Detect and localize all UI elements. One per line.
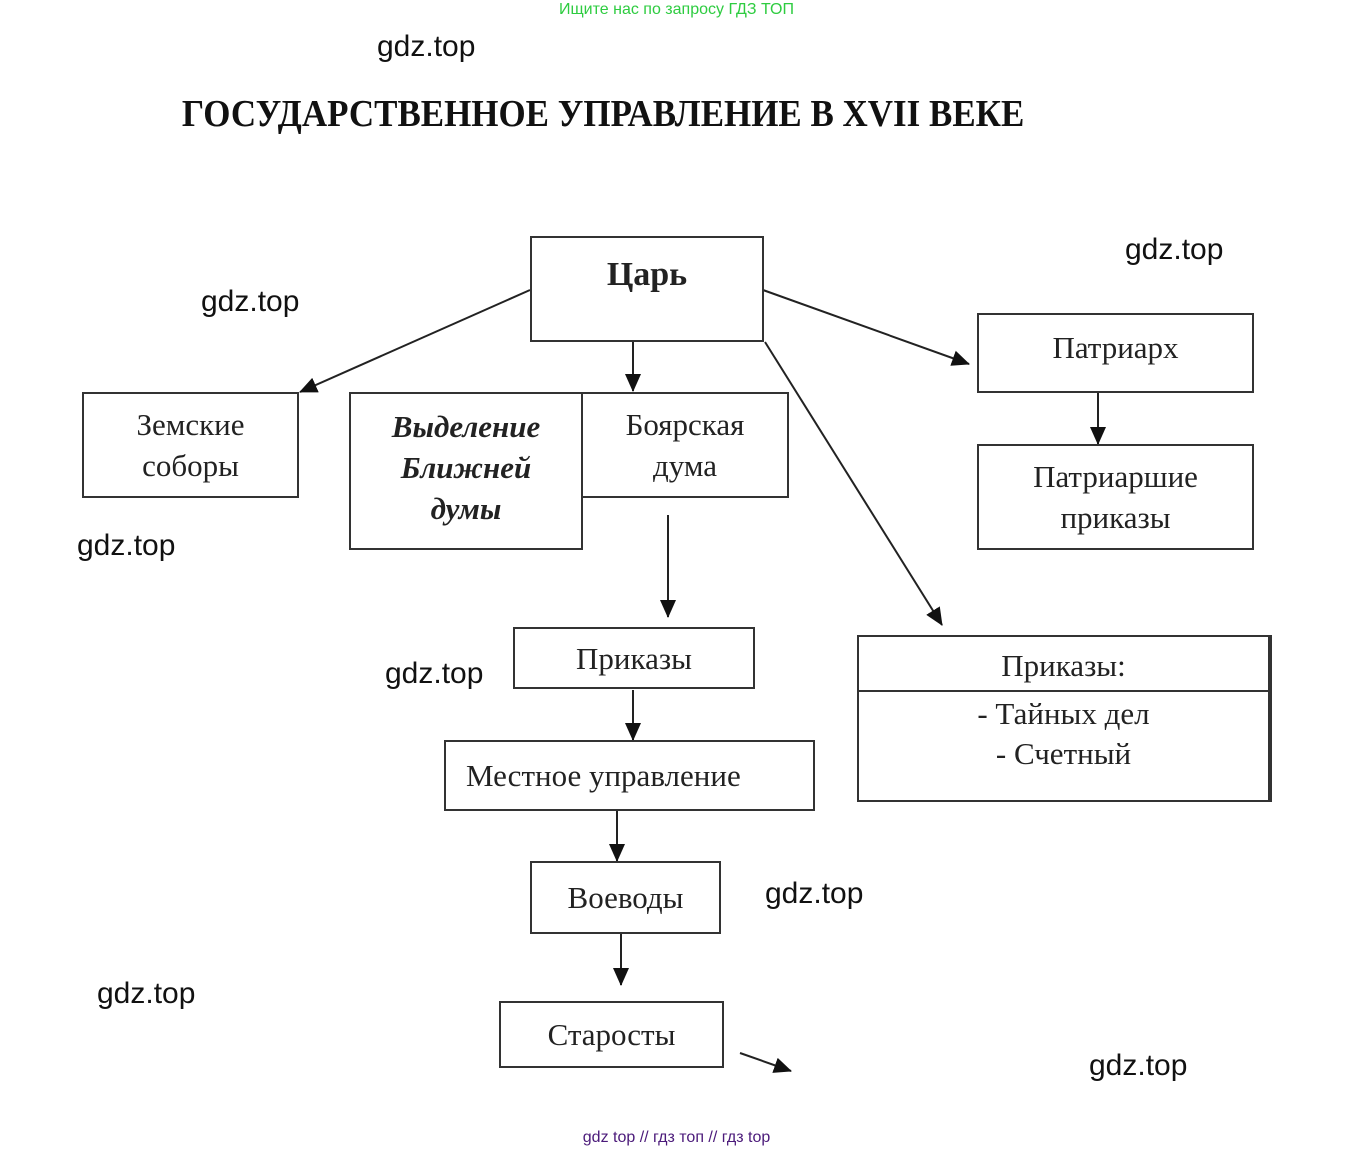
arrow-tsar-to-zemskie bbox=[299, 289, 531, 393]
list-item: - Счетный bbox=[995, 736, 1132, 771]
node-patriarch: Патриарх bbox=[977, 313, 1254, 393]
node-label: Воеводы bbox=[567, 880, 684, 915]
node-label: Местное управление bbox=[466, 758, 741, 793]
node-label: Старосты bbox=[547, 1017, 676, 1052]
watermark: gdz.top bbox=[377, 30, 476, 63]
node-tsar-label: Царь bbox=[606, 256, 688, 293]
list-item: - Тайных дел bbox=[977, 696, 1150, 731]
watermark: gdz.top bbox=[385, 657, 484, 690]
node-label: Выделение bbox=[391, 409, 541, 444]
node-prikazy-special-header: Приказы: bbox=[859, 637, 1268, 692]
node-label: соборы bbox=[142, 448, 239, 483]
node-label: дума bbox=[652, 448, 718, 483]
watermark: gdz.top bbox=[77, 529, 176, 562]
node-label: Патриарх bbox=[1052, 330, 1179, 365]
node-blizhnyaya-duma: Выделение Ближней думы bbox=[349, 392, 583, 550]
node-boyarskaya-duma: Боярская дума bbox=[581, 392, 789, 498]
node-zemskie-sobory: Земские соборы bbox=[82, 392, 299, 498]
node-starosty: Старосты bbox=[499, 1001, 724, 1068]
watermark: gdz.top bbox=[1125, 233, 1224, 266]
node-voevody: Воеводы bbox=[530, 861, 721, 934]
watermark: gdz.top bbox=[1089, 1049, 1188, 1082]
watermark: gdz.top bbox=[201, 285, 300, 318]
node-prikazy-special: Приказы: - Тайных дел - Счетный bbox=[857, 635, 1272, 802]
arrow-tsar-to-prikazy-special bbox=[764, 341, 943, 626]
node-prikazy-special-list: - Тайных дел - Счетный bbox=[859, 692, 1268, 800]
arrow-starosty-out bbox=[739, 1052, 792, 1073]
node-label: Приказы bbox=[576, 640, 692, 676]
footer-links[interactable]: gdz top // гдз топ // гдз top bbox=[582, 1129, 771, 1146]
node-label: Патриаршие bbox=[1033, 459, 1198, 494]
arrow-tsar-to-patriarch bbox=[762, 289, 970, 366]
watermark: gdz.top bbox=[97, 977, 196, 1010]
search-banner[interactable]: Ищите нас по запросу ГДЗ ТОП bbox=[559, 1, 794, 18]
node-tsar: Царь bbox=[530, 236, 764, 342]
node-local-government: Местное управление bbox=[444, 740, 815, 811]
diagram-title: ГОСУДАРСТВЕННОЕ УПРАВЛЕНИЕ В XVII ВЕКЕ bbox=[181, 93, 1025, 135]
node-label: Ближней bbox=[400, 450, 532, 485]
node-label: Земские bbox=[136, 407, 245, 442]
node-label: Боярская bbox=[625, 407, 745, 442]
node-label: приказы bbox=[1060, 500, 1171, 535]
node-label: думы bbox=[430, 491, 502, 526]
node-patriarch-prikazy: Патриаршие приказы bbox=[977, 444, 1254, 550]
watermark: gdz.top bbox=[765, 877, 864, 910]
node-prikazy: Приказы bbox=[513, 627, 755, 689]
